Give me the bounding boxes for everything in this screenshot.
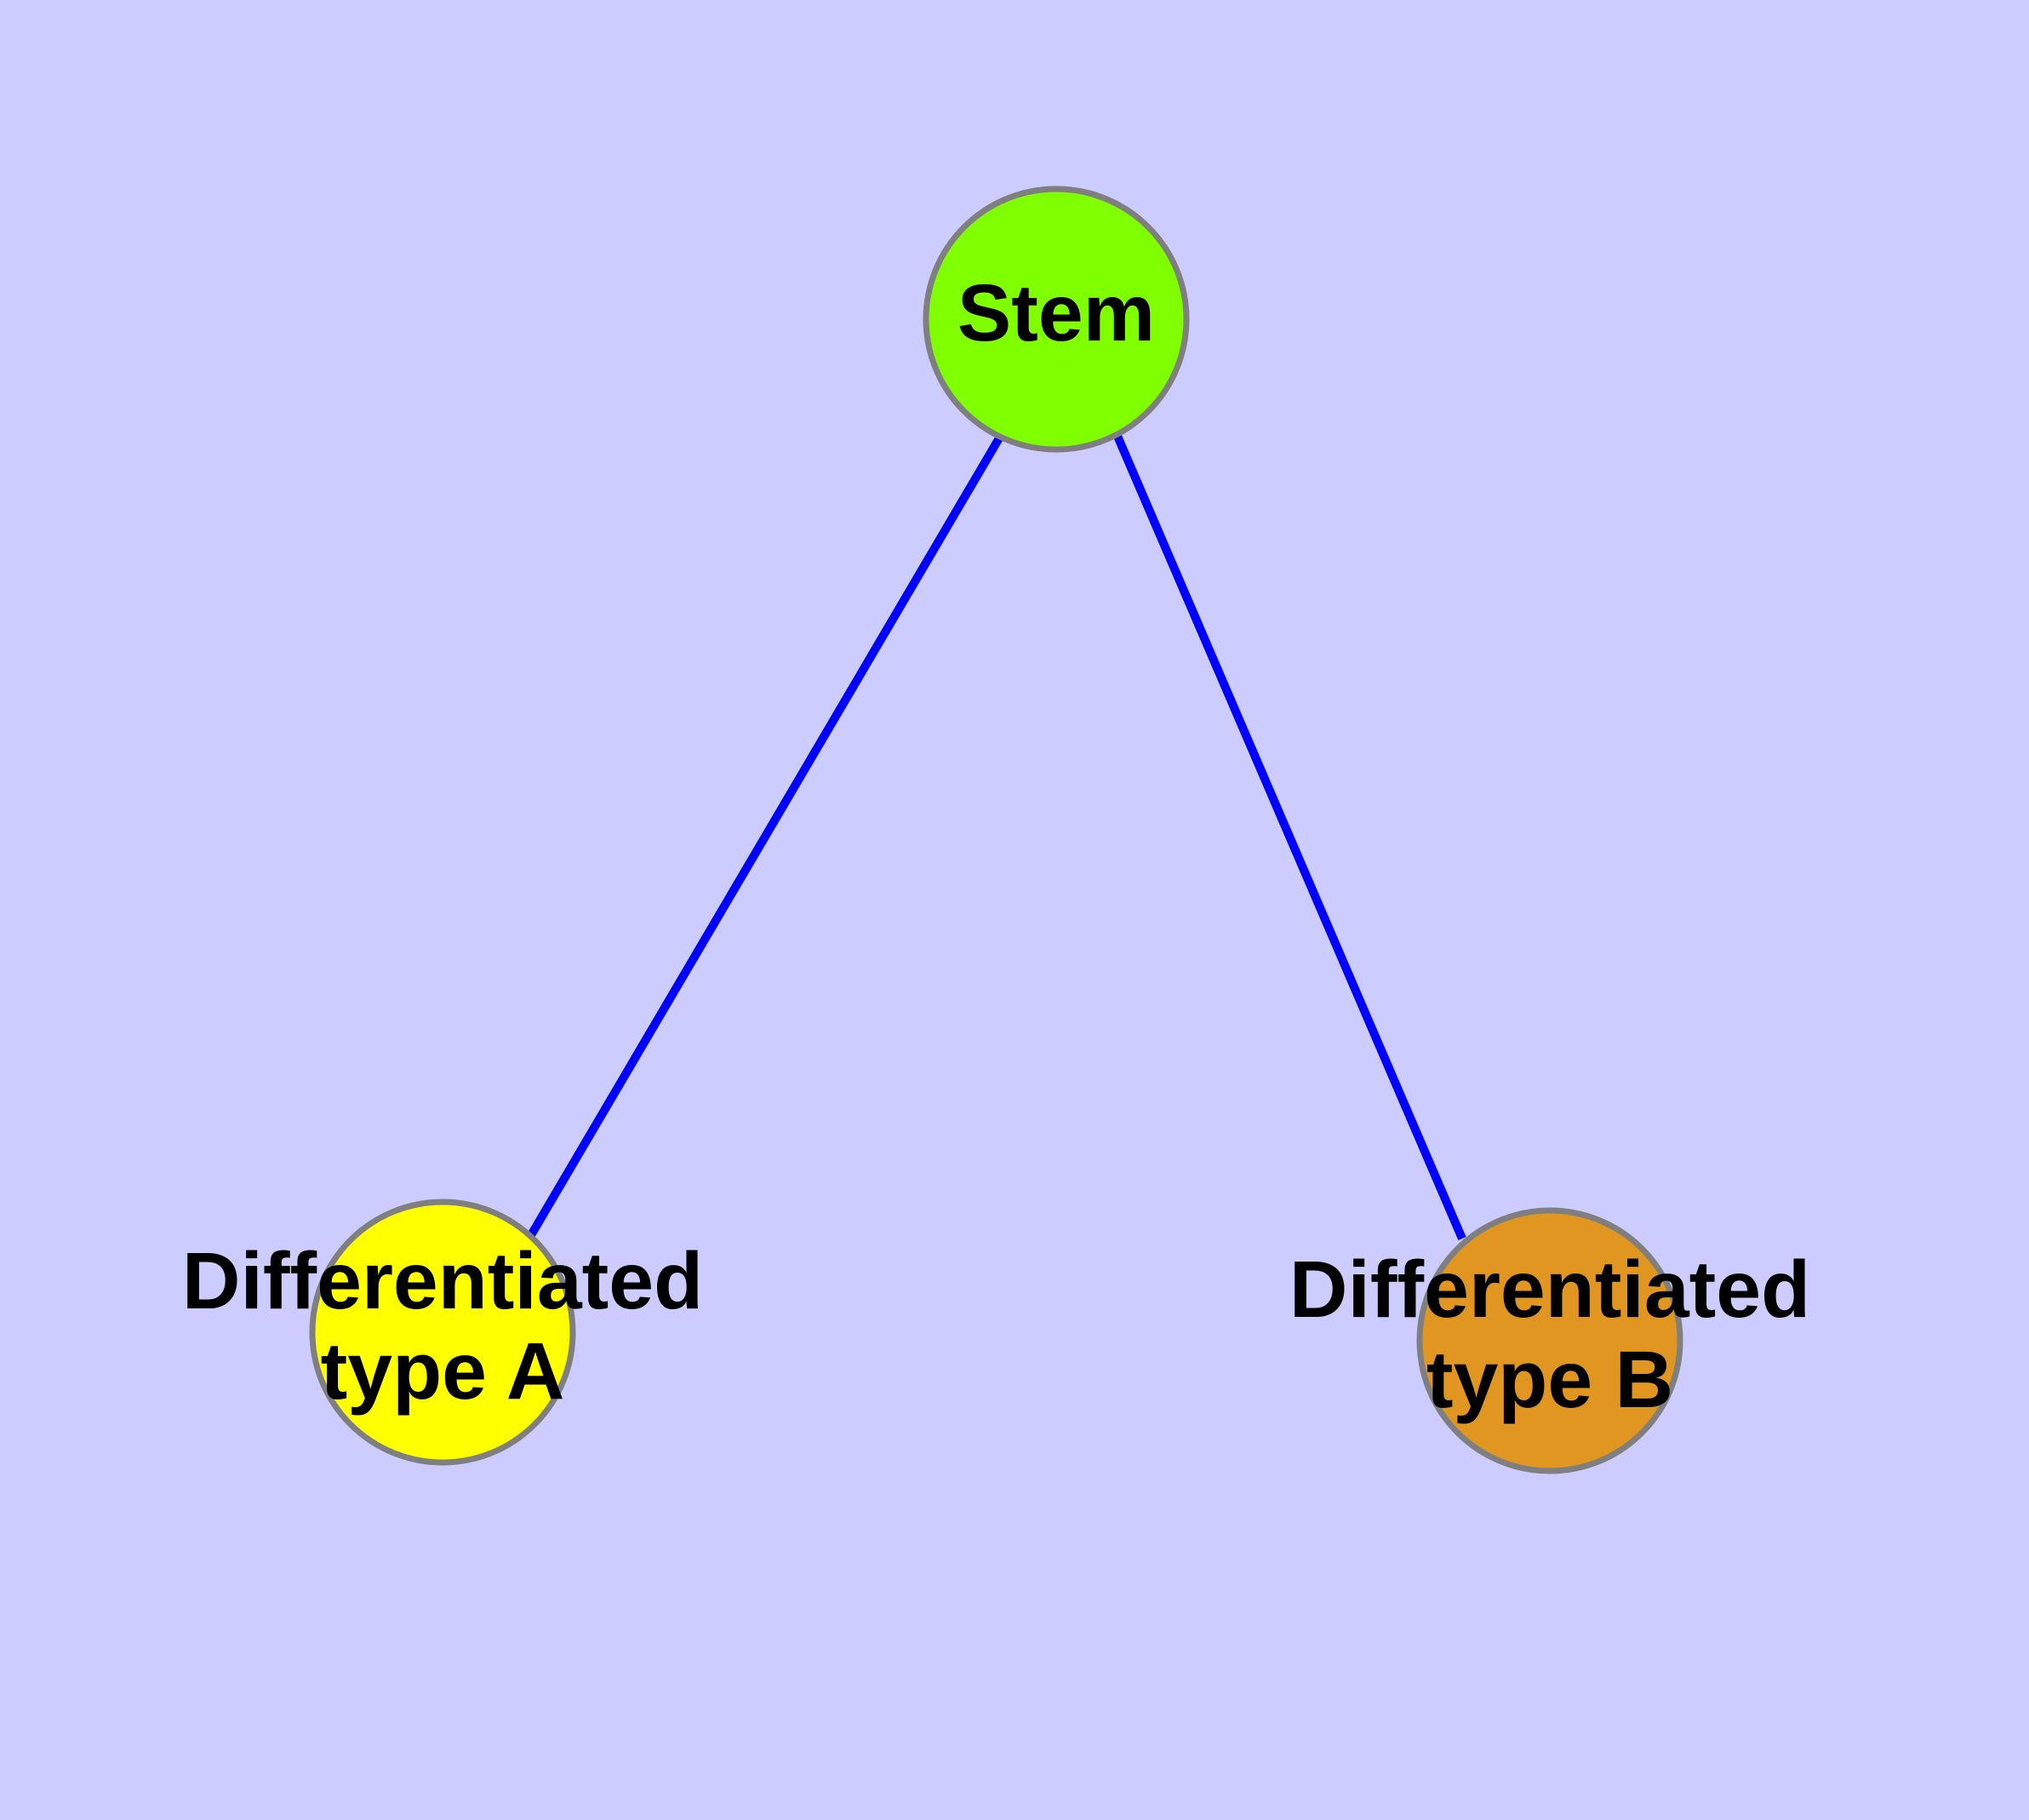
node-stem-label: Stem (957, 268, 1155, 358)
edge-stem-to-differentiated-type-b[interactable] (1112, 432, 1466, 1240)
node-differentiated-type-a-circle[interactable] (309, 1199, 576, 1466)
node-differentiated-type-b-circle[interactable] (1416, 1207, 1683, 1474)
node-label-line: type B (1426, 1335, 1673, 1425)
node-differentiated-type-b[interactable] (1416, 1207, 1683, 1474)
node-stem[interactable] (923, 186, 1190, 453)
node-label-line: Differentiated (1289, 1245, 1810, 1335)
node-label-line: Stem (957, 268, 1155, 358)
edge-group (524, 432, 1466, 1242)
node-differentiated-type-a[interactable] (309, 1199, 576, 1466)
node-label-line: Differentiated (182, 1236, 703, 1326)
node-label-line: type A (321, 1326, 565, 1417)
node-group (309, 186, 1683, 1474)
node-stem-circle[interactable] (923, 186, 1190, 453)
edge-stem-to-differentiated-type-a[interactable] (524, 434, 1004, 1242)
